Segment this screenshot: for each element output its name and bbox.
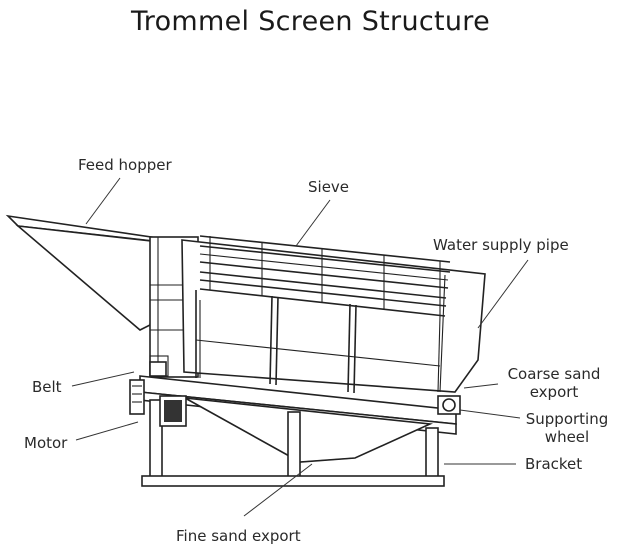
supporting-wheel (437, 395, 461, 415)
label-motor: Motor (24, 434, 68, 452)
motor-drive (129, 361, 187, 427)
feed-hopper (5, 214, 165, 331)
label-supporting-wheel: Supporting wheel (520, 410, 614, 446)
label-feed-hopper: Feed hopper (78, 156, 172, 174)
sieve-rails (199, 235, 451, 317)
label-coarse-sand-export-line1: Coarse sand (507, 365, 601, 383)
label-coarse-sand-export-line2: export (529, 383, 579, 401)
label-sieve: Sieve (308, 178, 350, 196)
label-supporting-wheel-line1: Supporting (525, 410, 609, 428)
label-belt: Belt (32, 378, 62, 396)
bracket-frame (141, 399, 445, 487)
label-supporting-wheel-line2: wheel (544, 428, 590, 446)
fine-sand-chute (184, 397, 434, 463)
label-water-supply-pipe: Water supply pipe (433, 236, 569, 254)
label-bracket: Bracket (525, 455, 583, 473)
label-fine-sand-export: Fine sand export (176, 527, 301, 545)
leader-lines (71, 177, 529, 517)
label-coarse-sand-export: Coarse sand export (498, 365, 610, 401)
diagram-title: Trommel Screen Structure (130, 6, 491, 37)
drum-panels (195, 290, 441, 394)
